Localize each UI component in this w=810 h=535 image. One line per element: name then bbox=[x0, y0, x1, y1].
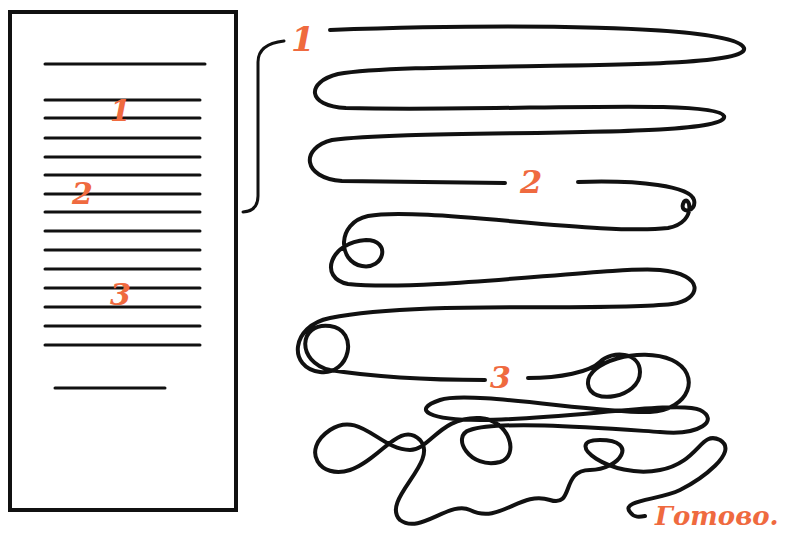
callout-number: 2 bbox=[72, 179, 93, 209]
document-page: 1 2 3 bbox=[8, 10, 238, 512]
callout-number: 1 bbox=[110, 96, 131, 126]
text-lines bbox=[45, 64, 205, 388]
callout-number: 1 bbox=[291, 22, 315, 56]
tangled-line bbox=[298, 27, 744, 524]
bracket bbox=[243, 41, 284, 212]
callout-number: 3 bbox=[490, 363, 511, 393]
callout-number: 3 bbox=[110, 280, 131, 310]
done-note: Готово. bbox=[655, 503, 779, 529]
callout-number: 2 bbox=[520, 166, 542, 198]
